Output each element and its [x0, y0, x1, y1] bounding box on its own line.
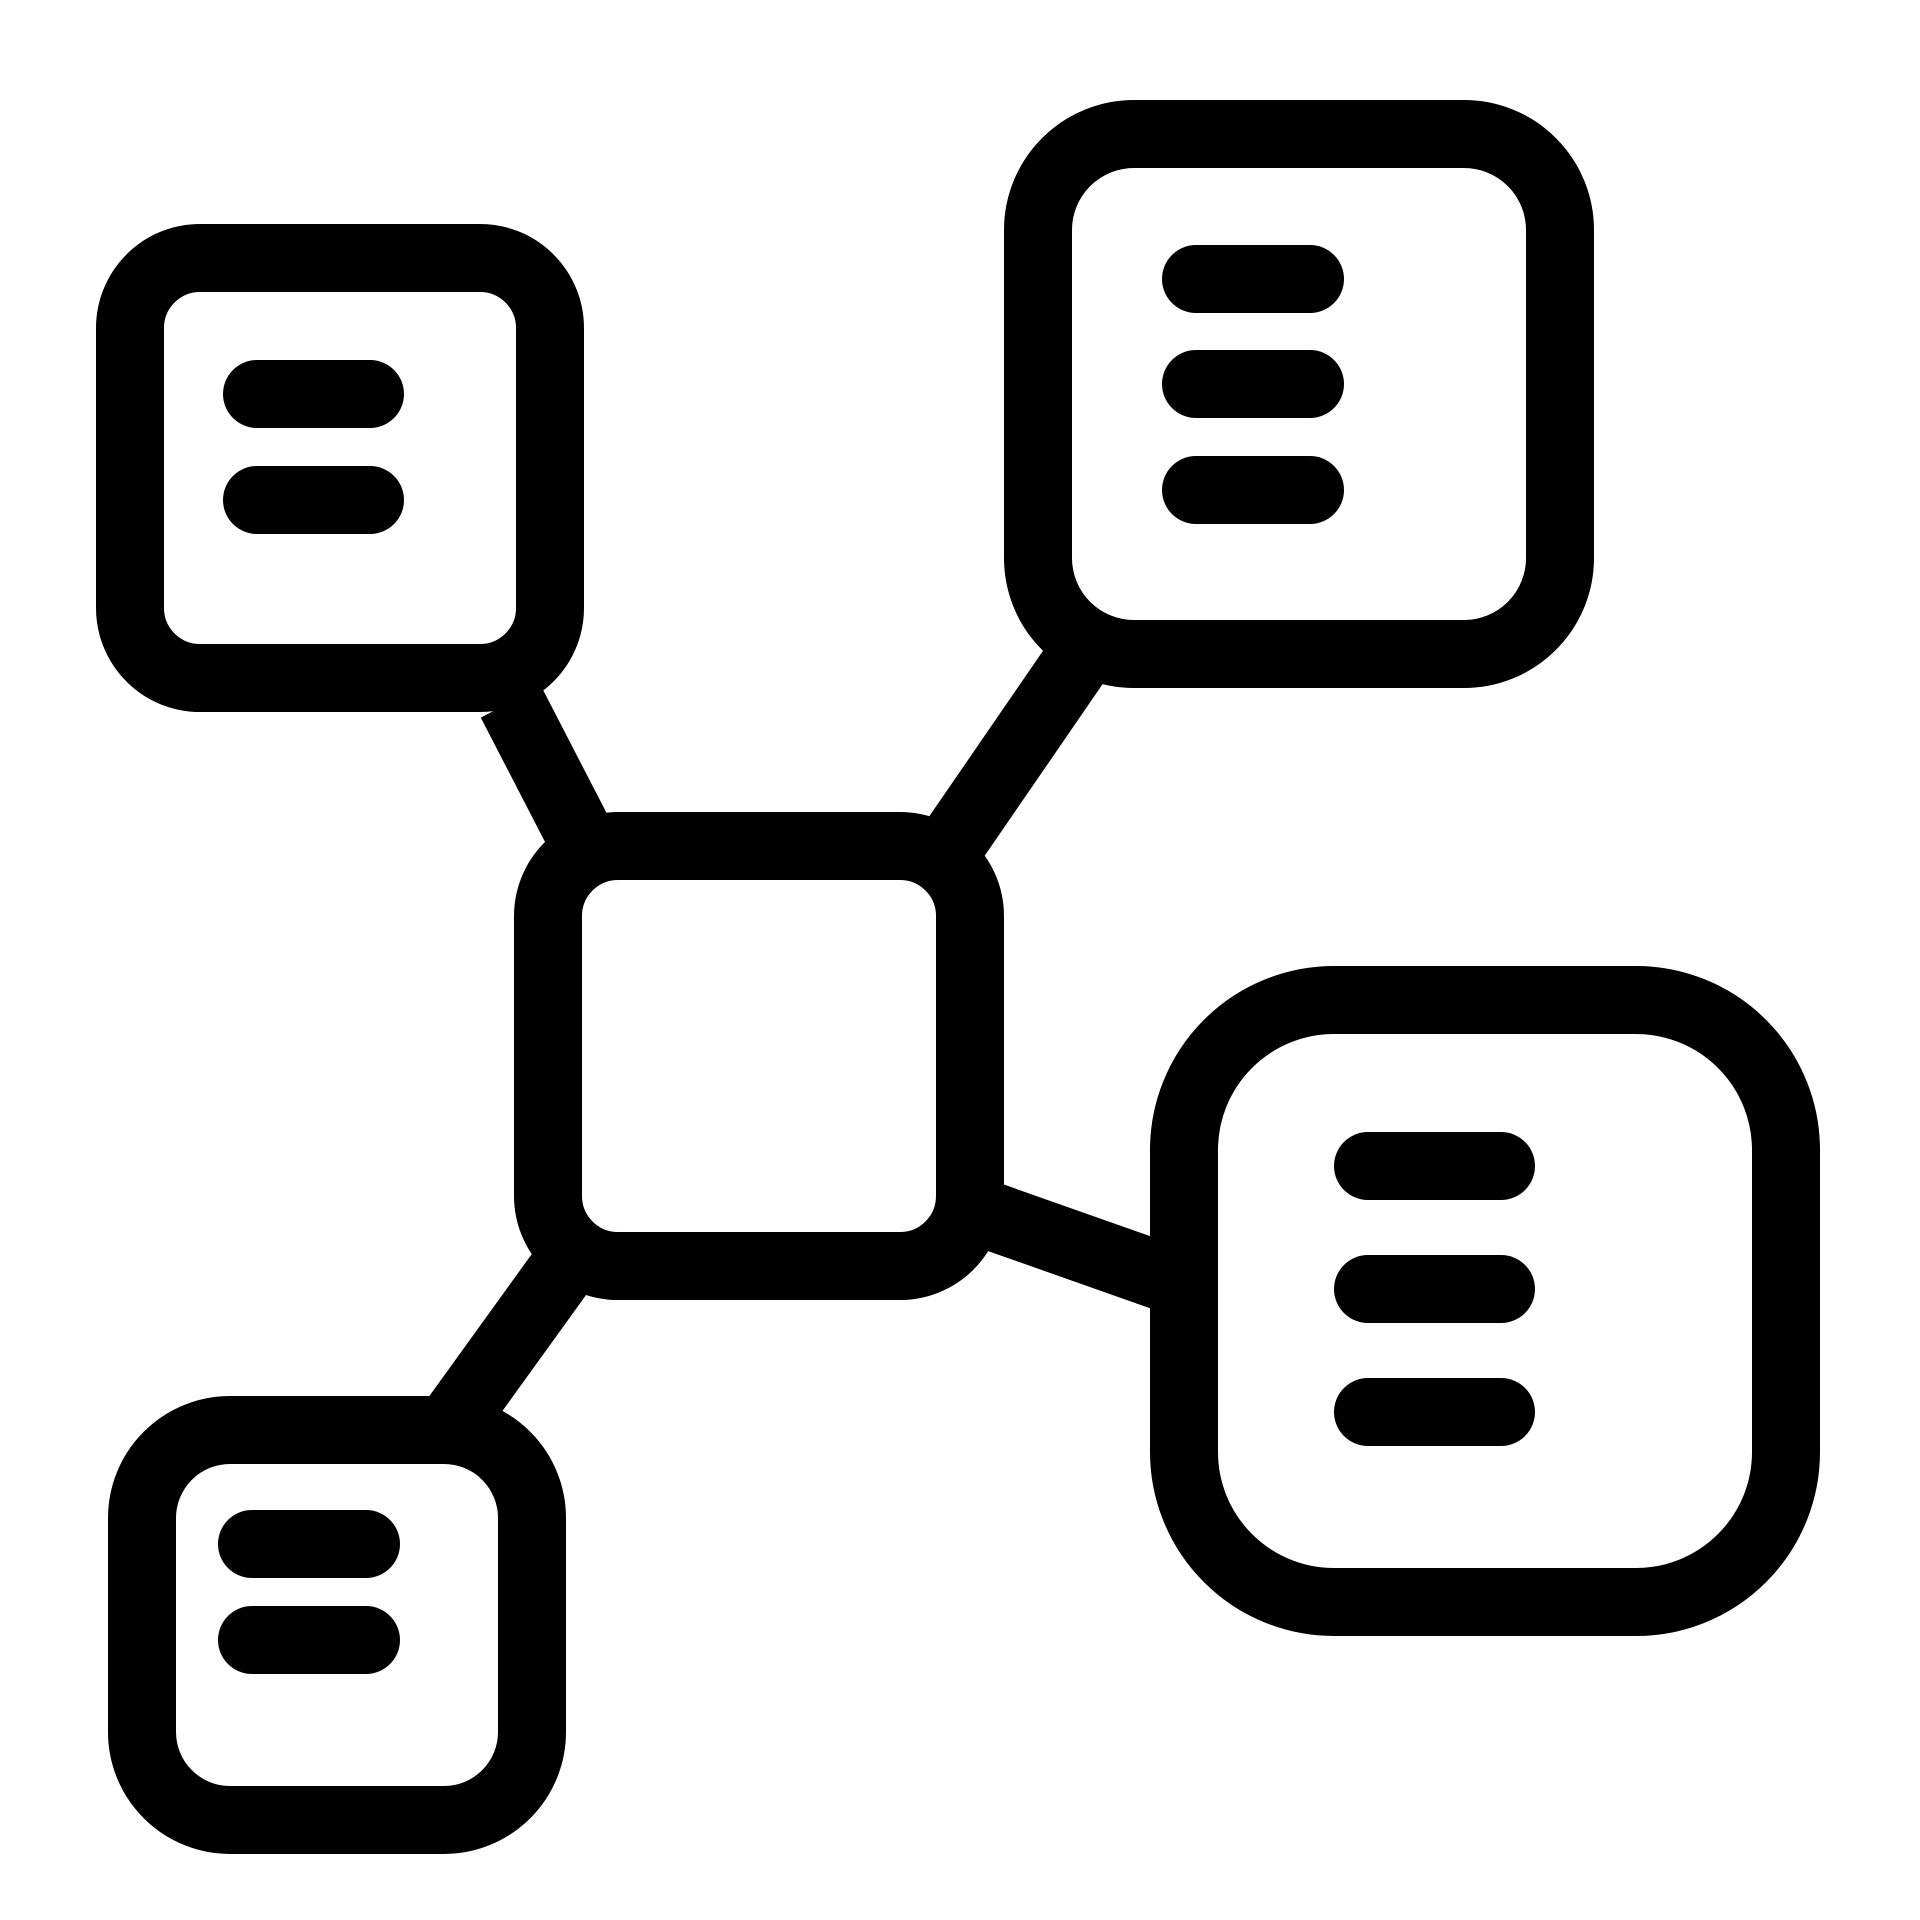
node-center — [514, 812, 1004, 1300]
connector-center-to-top-right — [917, 637, 1109, 872]
